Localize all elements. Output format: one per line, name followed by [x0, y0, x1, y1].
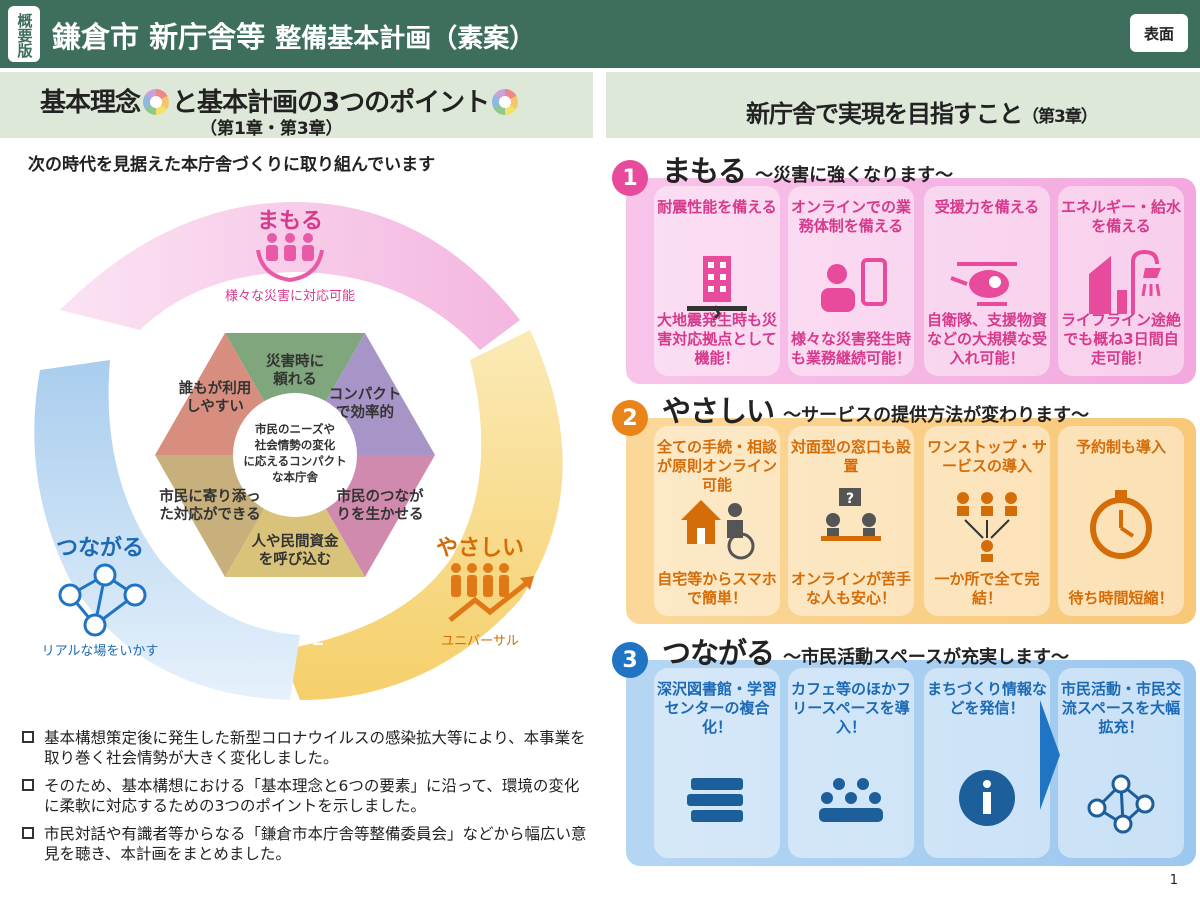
card-heading: 受援力を備える: [934, 198, 1040, 216]
heading-part-1: 基本理念: [40, 88, 141, 118]
card-result: 一か所で全て完結！: [934, 570, 1040, 607]
header-bar: 概要版 鎌倉市 新庁舎等 整備基本計画（素案） 表面: [0, 0, 1200, 68]
intro-text: 次の時代を見据えた本庁舎づくりに取り組んでいます: [28, 155, 436, 175]
title-sub: 整備基本計画（素案）: [275, 24, 536, 54]
card-heading: ワンストップ・サービスの導入: [927, 438, 1047, 475]
bullet-item: 基本構想策定後に発生した新型コロナウイルスの感染拡大等により、本事業を取り巻く社…: [22, 728, 592, 768]
card-heading: 対面型の窓口も設置: [790, 438, 911, 475]
utility-icon: [1089, 249, 1161, 314]
card-heading: エネルギー・給水を備える: [1060, 198, 1181, 235]
ring-number-2: 2: [312, 628, 323, 650]
page-title: 鎌倉市 新庁舎等 整備基本計画（素案）: [52, 14, 535, 56]
page-number: 1: [1169, 873, 1178, 888]
card-remote-work: オンラインでの業務体制を備える様々な災害発生時も業務継続可能！: [788, 186, 914, 376]
card-stopwatch: 予約制も導入待ち時間短縮！: [1058, 426, 1184, 616]
svg-text:?: ?: [846, 491, 854, 507]
card-result: 自衛隊、支援物資などの大規模な受入れ可能！: [926, 311, 1047, 367]
section-number-1: 1: [612, 160, 648, 196]
side-badge: 表面: [1130, 14, 1188, 52]
hex-label: 災害時に頼れる: [266, 352, 324, 388]
bullet-item: そのため、基本構想における「基本理念と6つの要素」に沿って、環境の変化に柔軟に対…: [22, 776, 592, 816]
card-counter: 対面型の窓口も設置? オンラインが苦手な人も安心！: [788, 426, 914, 616]
card-heading: カフェ等のほかフリースペースを導入！: [790, 680, 911, 736]
card-result: 様々な災害発生時も業務継続可能！: [790, 330, 911, 367]
arrow-icon: [1040, 700, 1060, 810]
center-circle: [233, 393, 357, 517]
books-icon: [687, 778, 743, 822]
card-heading: 深沢図書館・学習センターの複合化！: [656, 680, 777, 736]
right-heading: 新庁舎で実現を目指すこと（第3章）: [746, 94, 1098, 129]
ring-number-3: 3: [109, 369, 120, 391]
ring-label-tsunagaru: つながる: [56, 535, 144, 560]
home-online-icon: [681, 500, 755, 560]
card-utility: エネルギー・給水を備えるライフライン途絶でも概ね3日間自走可能！: [1058, 186, 1184, 376]
section-title-yasashii: やさしい ～サービスの提供方法が変わります～: [662, 394, 1090, 428]
remote-work-icon: [821, 258, 887, 312]
center-label: 市民のニーズや社会情勢の変化に応えるコンパクトな本庁舎: [243, 422, 346, 484]
card-people: カフェ等のほかフリースペースを導入！: [788, 668, 914, 858]
ring-number-1: 1: [434, 317, 445, 339]
card-home-online: 全ての手続・相談が原則オンライン可能自宅等からスマホで簡単！: [654, 426, 780, 616]
heading-chapter: （第3章）: [1022, 107, 1098, 127]
heading-part-2: と基本計画の3つのポイント: [172, 88, 490, 118]
card-result: ライフライン途絶でも概ね3日間自走可能！: [1060, 311, 1181, 367]
stopwatch-icon: [1090, 490, 1152, 559]
one-stop-icon: [957, 492, 1017, 562]
ring-label-yasashii: やさしい: [436, 535, 524, 560]
section-tsunagaru: [626, 660, 1196, 866]
card-heading: 全ての手続・相談が原則オンライン可能: [656, 438, 777, 494]
ring-arrow-tsunagaru: [34, 360, 301, 700]
card-one-stop: ワンストップ・サービスの導入一か所で全て完結！: [924, 426, 1050, 616]
hex-label: 市民に寄り添った対応ができる: [159, 487, 261, 523]
section-title-mamoru: まもる ～災害に強くなります～: [662, 154, 954, 188]
heading-main: 新庁舎で実現を目指すこと: [746, 100, 1023, 128]
network-people-icon: [58, 563, 147, 637]
ring-label-mamoru: まもる: [257, 208, 323, 233]
card-earthquake-building: 耐震性能を備える大地震発生時も災害対応拠点として機能！: [654, 186, 780, 376]
section-title-tsunagaru: つながる ～市民活動スペースが充実します～: [662, 636, 1069, 670]
right-heading-band: 新庁舎で実現を目指すこと（第3章）: [606, 72, 1200, 138]
network-icon: [1087, 774, 1155, 834]
card-network: 市民活動・市民交流スペースを大幅拡充！: [1058, 668, 1184, 858]
hex-label: 市民のつながりを生かせる: [337, 487, 424, 523]
section-number-3: 3: [612, 642, 648, 678]
title-main: 鎌倉市 新庁舎等: [52, 20, 276, 54]
ring-caption-tsunagaru: リアルな場をいかす: [42, 643, 159, 658]
hex-label: 誰もが利用しやすい: [179, 379, 252, 415]
counter-icon: ?: [821, 488, 881, 541]
section-yasashii: [626, 418, 1196, 624]
card-heading: オンラインでの業務体制を備える: [790, 198, 911, 235]
hex-label: コンパクトで効率的: [329, 386, 402, 421]
helicopter-icon: [950, 262, 1017, 306]
card-result: 待ち時間短縮！: [1068, 589, 1174, 607]
hex-label: 人や民間資金を呼び込む: [252, 532, 339, 568]
philosophy-logo-icon: [143, 89, 170, 115]
left-heading: 基本理念 と基本計画の3つのポイント: [40, 82, 521, 119]
section-number-2: 2: [612, 400, 648, 436]
card-result: 自宅等からスマホで簡単！: [657, 570, 777, 607]
info-icon: [959, 770, 1015, 826]
card-heading: 耐震性能を備える: [657, 198, 777, 216]
card-heading: まちづくり情報などを発信！: [926, 680, 1047, 717]
card-result: オンラインが苦手な人も安心！: [790, 570, 911, 607]
bullet-item: 市民対話や有識者等からなる「鎌倉市本庁舎等整備委員会」などから幅広い意見を聴き、…: [22, 824, 592, 864]
universal-people-icon: [448, 563, 534, 622]
card-heading: 予約制も導入: [1075, 438, 1166, 456]
left-subheading: （第1章・第3章）: [200, 119, 343, 139]
ring-arrow-mamoru: [60, 201, 520, 350]
people-icon: [819, 778, 883, 822]
left-heading-band: 基本理念 と基本計画の3つのポイント （第1章・第3章）: [0, 72, 593, 139]
card-heading: 市民活動・市民交流スペースを大幅拡充！: [1060, 680, 1181, 736]
summary-tag: 概要版: [8, 6, 40, 62]
earthquake-building-icon: [687, 256, 747, 322]
card-info: まちづくり情報などを発信！: [924, 668, 1050, 858]
card-helicopter: 受援力を備える自衛隊、支援物資などの大規模な受入れ可能！: [924, 186, 1050, 376]
family-icon: [256, 233, 324, 283]
ring-caption-yasashii: ユニバーサル: [441, 633, 519, 648]
card-result: 大地震発生時も災害対応拠点として機能！: [656, 311, 777, 367]
card-books: 深沢図書館・学習センターの複合化！: [654, 668, 780, 858]
philosophy-logo-icon: [492, 89, 519, 115]
ring-caption-mamoru: 様々な災害に対応可能: [225, 288, 355, 303]
